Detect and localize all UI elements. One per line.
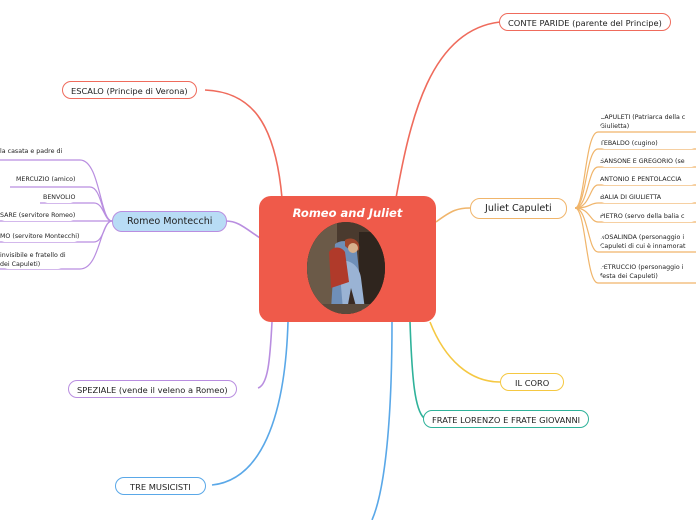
romeo-child-casata[interactable]: la casata e padre di [0,148,63,157]
romeo-child-connectors [0,159,113,270]
central-topic[interactable]: Romeo and Juliet [259,196,436,322]
romeo-child-servitore-romeo[interactable]: SARE (servitore Romeo) [0,212,76,221]
node-tre-musicisti[interactable]: TRE MUSICISTI [115,477,206,495]
juliet-child-pietro[interactable]: PIETRO (servo della balia c [600,213,696,222]
juliet-child-capuleti[interactable]: CAPULETI (Patriarca della c Giulietta) [600,114,696,131]
node-frate[interactable]: FRATE LORENZO E FRATE GIOVANNI [423,410,590,428]
juliet-child-petruccio[interactable]: PETRUCCIO (personaggio i festa dei Capul… [600,264,696,281]
node-juliet-capuleti[interactable]: Juliet Capuleti [470,198,567,219]
central-title: Romeo and Juliet [292,206,403,220]
node-conte-paride[interactable]: CONTE PARIDE (parente del Principe) [499,13,671,31]
romeo-child-mercuzio[interactable]: MERCUZIO (amico) [16,176,76,185]
painting-kiss-image [307,222,385,314]
node-il-coro[interactable]: IL CORO [500,373,565,391]
juliet-child-balia[interactable]: BALIA DI GIULIETTA [600,194,696,203]
node-speziale[interactable]: SPEZIALE (vende il veleno a Romeo) [68,380,237,398]
juliet-child-antonio-pentolaccia[interactable]: ANTONIO E PENTOLACCIA [600,176,696,185]
juliet-child-connectors [574,131,696,284]
node-romeo-montecchi[interactable]: Romeo Montecchi [112,211,228,232]
juliet-child-rosalinda[interactable]: ROSALINDA (personaggio i Capuleti di cui… [600,234,696,251]
connector-frate [409,321,425,419]
connector-tre-musicisti [211,321,289,486]
connector-escalo [204,89,283,199]
connector-bottom [371,321,393,520]
connector-romeo [225,220,261,239]
connector-juliet [435,207,471,223]
connector-conte-paride [395,21,501,199]
connector-speziale [257,321,273,389]
juliet-child-tebaldo[interactable]: TEBALDO (cugino) [600,140,696,149]
romeo-child-servitore-montecchi[interactable]: MO (servitore Montecchi) [0,233,80,242]
romeo-child-invisibile[interactable]: invisibile e fratello di dei Capuleti) [0,252,66,269]
connector-il-coro [429,321,501,383]
romeo-child-benvolio[interactable]: BENVOLIO [43,194,76,203]
node-escalo[interactable]: ESCALO (Principe di Verona) [62,81,197,99]
juliet-child-sansone-gregorio[interactable]: SANSONE E GREGORIO (se [600,158,696,167]
